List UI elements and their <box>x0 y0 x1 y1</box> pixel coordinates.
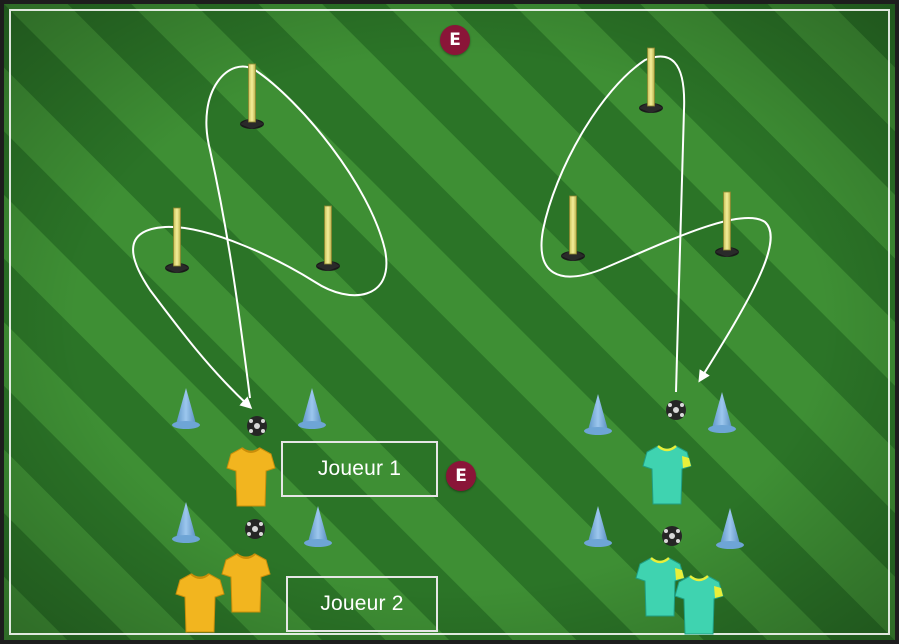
player2-label: Joueur 2 <box>286 576 438 632</box>
ball-icon <box>666 400 686 420</box>
coach-badge-icon: E <box>440 25 470 55</box>
left-dribble-path <box>132 65 388 410</box>
field-boundary-line <box>9 9 890 635</box>
ball-icon <box>245 519 265 539</box>
right-dribble-path <box>540 55 772 393</box>
ball-icon <box>662 526 682 546</box>
player1-label: Joueur 1 <box>281 441 438 497</box>
ball-icon <box>247 416 267 436</box>
coach-badge-icon: E <box>446 461 476 491</box>
